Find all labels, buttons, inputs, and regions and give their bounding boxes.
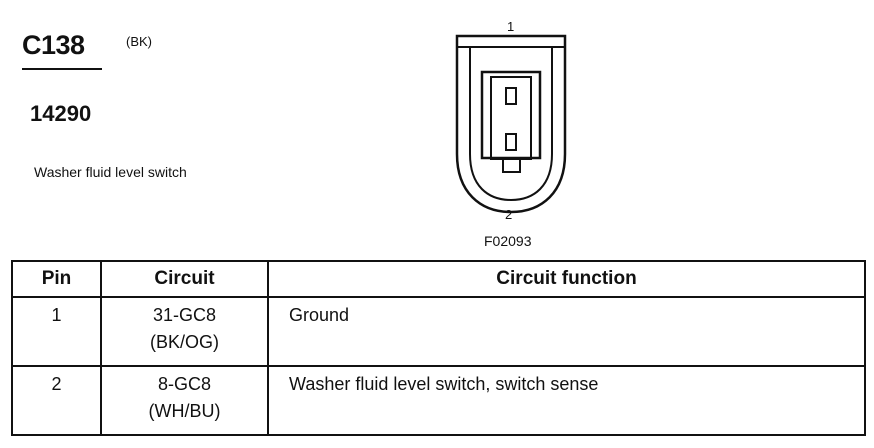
terminal-block	[480, 70, 542, 160]
connector-face-drawing	[455, 34, 567, 214]
table-header-row: Pin Circuit Circuit function	[11, 260, 866, 298]
pin-number: 1	[11, 296, 102, 367]
pin-1-label: 1	[507, 19, 515, 34]
table-row: 2 8-GC8 (WH/BU) Washer fluid level switc…	[11, 365, 866, 436]
circuit-cell: 8-GC8 (WH/BU)	[100, 365, 269, 436]
header-circuit-function: Circuit function	[267, 260, 866, 298]
header-circuit: Circuit	[100, 260, 269, 298]
connector-color: (BK)	[126, 34, 152, 49]
pin-2-cavity	[505, 133, 517, 151]
connector-inner-housing	[469, 47, 553, 202]
component-description: Washer fluid level switch	[34, 164, 187, 180]
circuit-function: Washer fluid level switch, switch sense	[267, 365, 866, 436]
pin-number: 2	[11, 365, 102, 436]
figure-code: F02093	[484, 233, 532, 249]
connector-face-diagram	[440, 14, 580, 234]
pin-circuit-table: Pin Circuit Circuit function 1 31-GC8 (B…	[11, 260, 866, 436]
circuit-wire-color: (BK/OG)	[149, 332, 219, 352]
pin-1-cavity	[505, 87, 517, 105]
table-row: 1 31-GC8 (BK/OG) Ground	[11, 296, 866, 367]
circuit-cell: 31-GC8 (BK/OG)	[100, 296, 269, 367]
connector-outer-housing	[455, 34, 567, 214]
circuit-code: 31-GC8	[152, 305, 217, 325]
terminal-key-tab	[502, 159, 521, 173]
pin-2-label: 2	[505, 207, 513, 222]
terminal-block-inner	[490, 76, 532, 160]
circuit-function: Ground	[267, 296, 866, 367]
part-number: 14290	[30, 101, 92, 126]
connector-id-underline	[22, 68, 102, 70]
circuit-wire-color: (WH/BU)	[148, 401, 221, 421]
header-pin: Pin	[11, 260, 102, 298]
connector-id: C138	[22, 30, 85, 60]
circuit-code: 8-GC8	[157, 374, 211, 394]
